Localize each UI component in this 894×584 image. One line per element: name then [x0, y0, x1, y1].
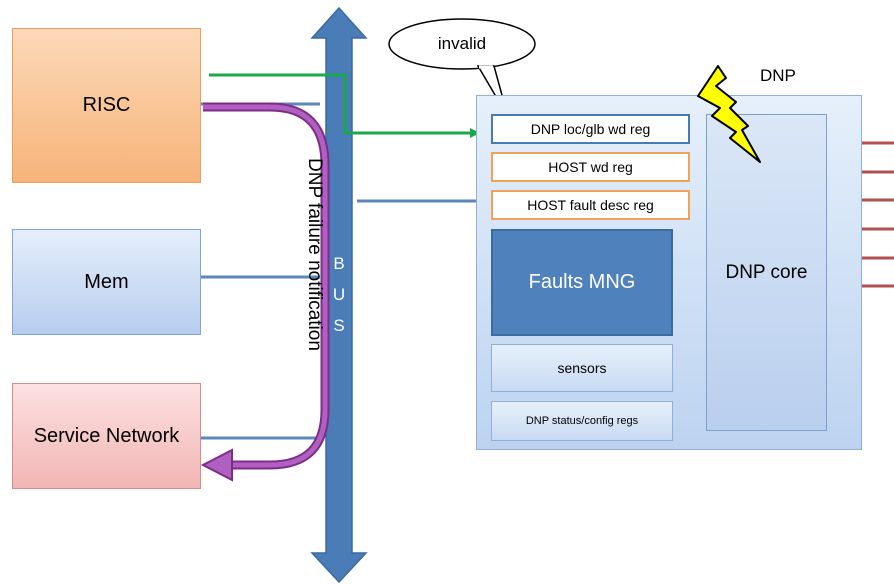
- service-network-label: Service Network: [33, 424, 180, 447]
- risc-label: RISC: [82, 94, 131, 116]
- host-fault-desc-reg: HOST fault desc reg: [491, 190, 690, 220]
- service-network-block: Service Network: [12, 383, 201, 489]
- sensors-block: sensors: [491, 344, 673, 392]
- mem-block: Mem: [12, 229, 201, 335]
- dnp-loc-glb-wd-reg: DNP loc/glb wd reg: [491, 114, 690, 144]
- failure-notification-label: DNP failure notification: [304, 157, 325, 351]
- status-config-regs-block: DNP status/config regs: [491, 401, 673, 441]
- bus-arrow: [310, 6, 368, 584]
- risc-block: RISC: [12, 28, 201, 183]
- mem-label: Mem: [84, 270, 129, 293]
- lightning-icon: [697, 65, 761, 163]
- callout-label: invalid: [437, 34, 487, 53]
- faults-mng-block: Faults MNG: [491, 229, 673, 336]
- callout-bubble: [388, 18, 536, 70]
- bus-letter-u: U: [332, 285, 346, 304]
- host-wd-reg: HOST wd reg: [491, 152, 690, 182]
- dnp-output-lines: [862, 141, 894, 288]
- green-path: [209, 73, 480, 138]
- dnp-core-block: DNP core: [706, 114, 827, 431]
- bus-letter-s: S: [333, 316, 345, 335]
- failure-notification-arrowhead: [200, 448, 233, 482]
- bus-letter-b: B: [333, 254, 345, 273]
- dnp-label: DNP: [760, 66, 796, 85]
